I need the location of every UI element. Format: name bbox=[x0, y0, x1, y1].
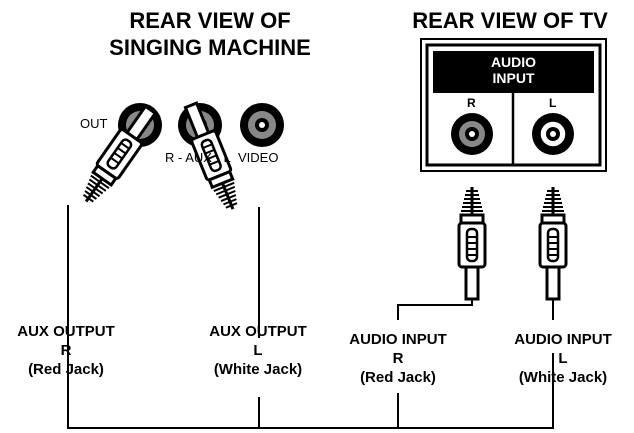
tv-audio-panel bbox=[420, 38, 607, 172]
tv-audio-r-jack bbox=[451, 113, 493, 155]
tv-channel-r-label: R bbox=[467, 96, 476, 110]
aux-output-r-label: AUX OUTPUT R (Red Jack) bbox=[17, 323, 115, 379]
tv-in-r-plug bbox=[457, 185, 487, 301]
audio-input-header: AUDIO INPUT bbox=[490, 54, 537, 87]
tv-title: REAR VIEW OF TV bbox=[412, 8, 608, 33]
audio-input-l-label: AUDIO INPUT L (White Jack) bbox=[514, 331, 612, 387]
audio-input-r-label: AUDIO INPUT R (Red Jack) bbox=[349, 331, 447, 387]
aux-label: R - AUX - L bbox=[165, 150, 231, 165]
tv-in-l-plug bbox=[538, 185, 568, 301]
tv-audio-l-jack bbox=[532, 113, 574, 155]
video-label: VIDEO bbox=[238, 150, 279, 165]
singing-machine-title: REAR VIEW OF SINGING MACHINE bbox=[109, 8, 311, 60]
cables bbox=[67, 205, 554, 429]
tv-channel-l-label: L bbox=[549, 96, 557, 110]
out-label: OUT bbox=[80, 116, 108, 131]
video-jack bbox=[240, 103, 284, 147]
aux-output-l-label: AUX OUTPUT L (White Jack) bbox=[209, 323, 307, 379]
